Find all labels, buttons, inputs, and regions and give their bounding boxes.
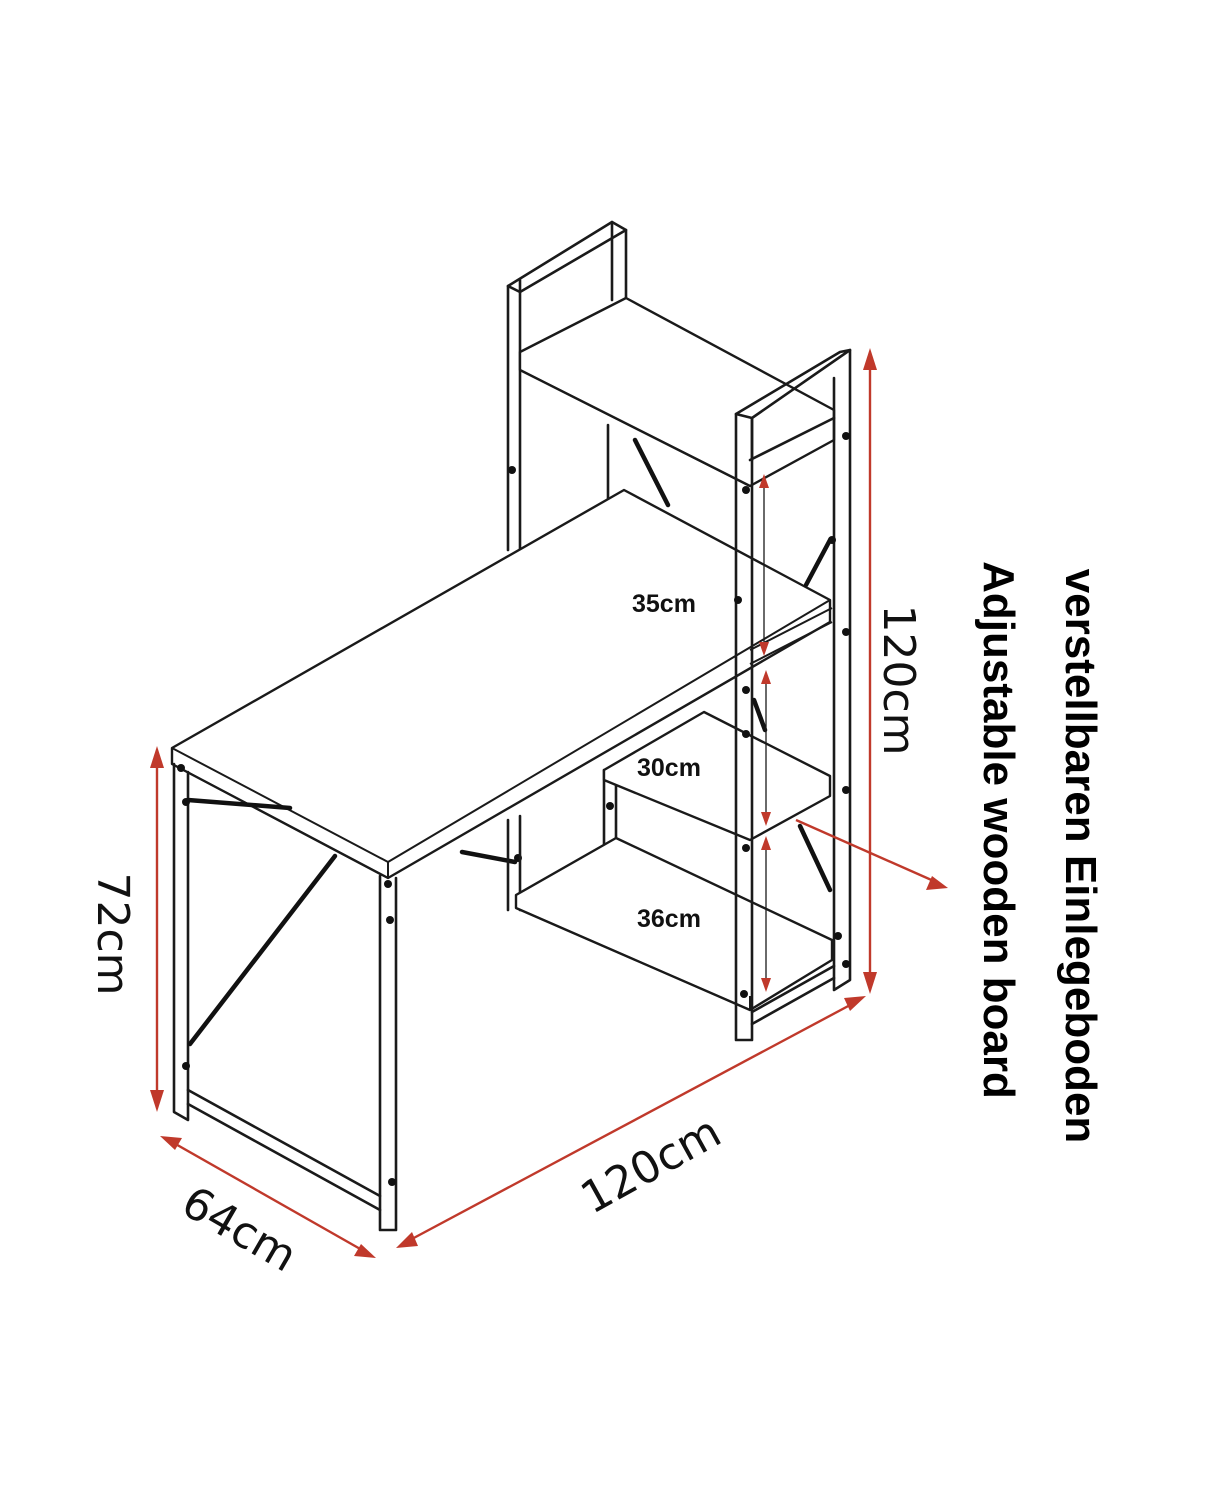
bolt [842,960,850,968]
gap-36-head-top [761,836,771,850]
bolt [386,916,394,924]
top-back-rail [506,220,628,294]
gap-30-head-top [761,670,771,684]
second-shelf-edge-2 [749,621,833,665]
bolt [842,786,850,794]
board-pointer-line [795,818,937,884]
back-cross-brace [632,437,671,508]
dimension-arrows [150,348,948,1258]
back-right-upright [610,220,628,302]
tower-brace [751,697,768,733]
shelf-gap-top-label: 35cm [632,590,696,618]
tower-height-arrow-head-bottom [863,972,877,994]
gap-35-head-bottom [759,642,769,656]
middle-shelf-board [602,710,832,842]
rear-under-brace [459,849,518,865]
front-right-leg [378,874,398,1232]
tower-top-cap [734,348,852,420]
bolt [734,596,742,604]
front-left-leg [172,762,190,1122]
gap-35-head-top [759,474,769,488]
top-shelf-edge [519,369,751,487]
bolt [182,798,190,806]
top-shelf-board [518,296,836,488]
note-german: verstellbaren Einlegeboden [1056,569,1105,1144]
bolt [842,432,850,440]
board-pointer-head [926,876,948,890]
height-arrow-head-bottom [150,1090,164,1112]
bottom-shelf-edge [515,907,751,1011]
bolt [740,990,748,998]
bolt [828,536,836,544]
bolt [742,686,750,694]
bolt [182,1062,190,1070]
shelf-tower-back [506,220,836,552]
desk-height-label: 72cm [87,872,138,995]
depth-arrow-head-right [354,1244,376,1258]
bolt [742,730,750,738]
note-english: Adjustable wooden board [974,561,1023,1099]
depth-arrow-line [171,1140,363,1252]
tower-brace [803,537,833,588]
left-top-brace [185,797,293,811]
desk-depth-label: 64cm [173,1177,305,1283]
shelf-height-label: 120cm [873,604,924,755]
width-arrow-line [409,1002,853,1242]
left-diagonal-brace [187,853,338,1047]
tower-bottom-rail [750,964,836,1026]
bolt [742,844,750,852]
tower-brace [797,823,833,893]
bolt [508,466,516,474]
gap-36-head-bottom [761,978,771,992]
bolt [384,880,392,888]
height-arrow-head-top [150,746,164,768]
desk-top-side-edge [387,599,831,863]
tower-height-arrow-head-top [863,348,877,370]
left-bottom-rail [186,1088,382,1212]
width-arrow-head-right [844,996,866,1011]
bolt [388,1178,396,1186]
tower-top-rail [748,416,836,462]
bolt [834,932,842,940]
shelf-gap-middle-label: 30cm [637,754,701,782]
bolt [742,486,750,494]
tower-front-right-upright [832,348,852,992]
gap-30-head-bottom [761,812,771,826]
width-arrow-head-left [396,1232,418,1248]
back-left-upright [506,278,522,552]
bolt [606,802,614,810]
tower-front-left-upright [734,412,754,1042]
desk-legs [172,466,522,1232]
desk-width-label: 120cm [573,1106,730,1224]
shelf-gap-arrows [759,474,771,992]
bolt [842,628,850,636]
bolt [177,764,185,772]
shelf-gap-bottom-label: 36cm [637,905,701,933]
shelf-tower-front [506,348,852,1042]
depth-arrow-head-left [160,1136,182,1150]
